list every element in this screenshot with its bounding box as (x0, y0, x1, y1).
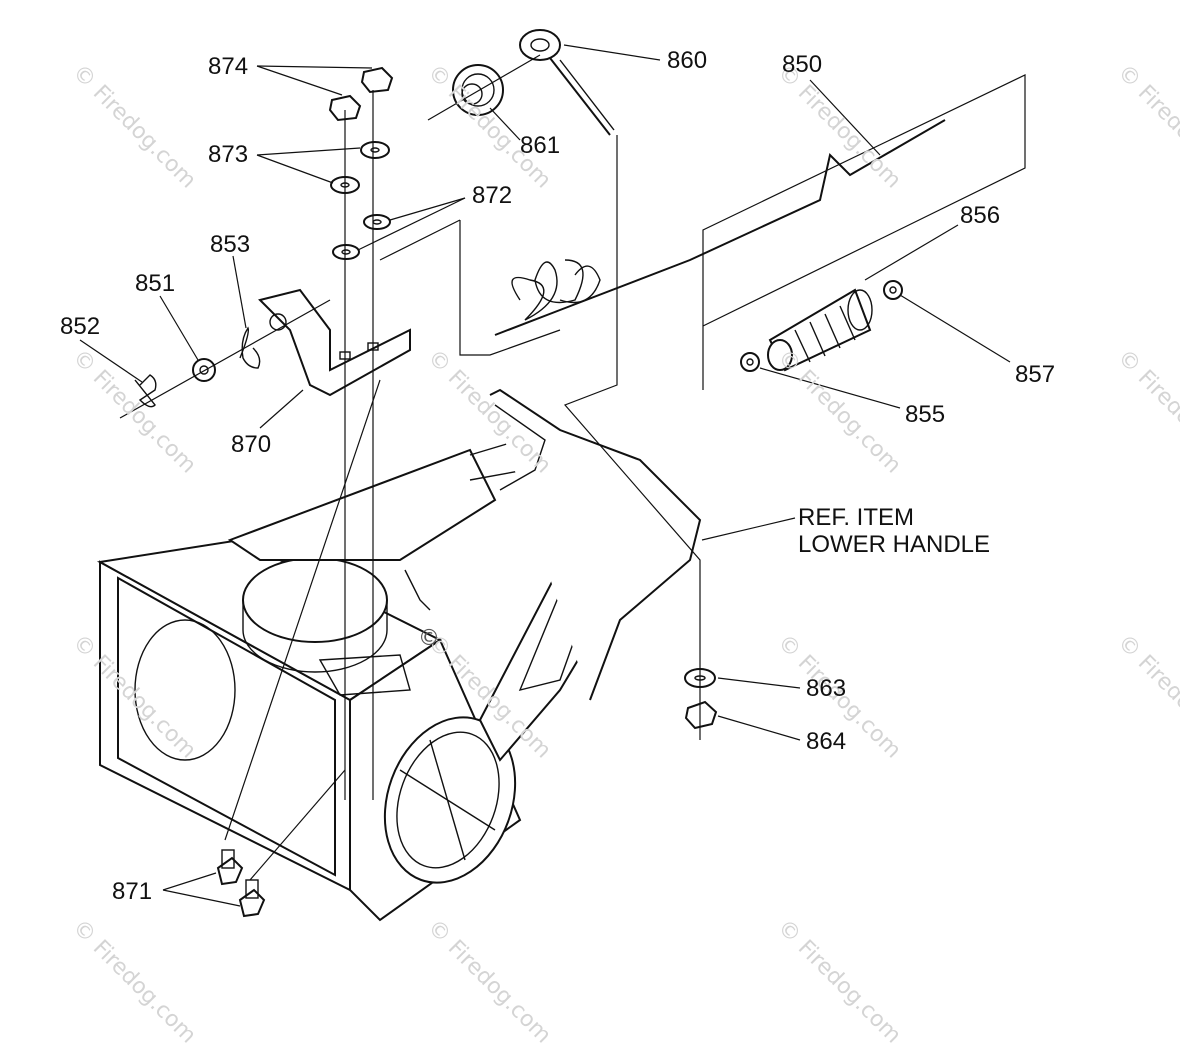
reference-note-line1: REF. ITEM (798, 504, 915, 531)
callout-874: 874 (208, 53, 249, 80)
diagram-drawing (79, 29, 1026, 922)
callout-864: 864 (806, 728, 847, 755)
parts-diagram: © Firedog.com © Firedog.com © Firedog.co… (60, 29, 1180, 1048)
callout-872: 872 (472, 182, 513, 209)
explode-lines (119, 54, 1026, 881)
grommet-861 (452, 64, 504, 116)
auger-housing (96, 538, 522, 922)
reference-note-line2: LOWER HANDLE (798, 531, 991, 558)
callout-855: 855 (905, 401, 946, 428)
callout-856: 856 (960, 202, 1001, 229)
callout-857: 857 (1015, 361, 1056, 388)
callout-860: 860 (667, 47, 708, 74)
copyright-symbol: © (418, 626, 440, 651)
callout-853: 853 (210, 231, 251, 258)
callout-873: 873 (208, 141, 249, 168)
callout-870: 870 (231, 431, 272, 458)
callout-852: 852 (60, 313, 101, 340)
callout-871: 871 (112, 878, 153, 905)
callout-861: 861 (520, 132, 561, 159)
right-side-bracket (478, 388, 702, 762)
callout-850: 850 (782, 51, 823, 78)
sleeve-856 (740, 280, 903, 372)
left-side-bracket (227, 439, 526, 611)
leader-lines (79, 44, 1011, 907)
callout-863: 863 (806, 675, 847, 702)
crank-rod-850 (494, 119, 946, 336)
hardware (134, 66, 718, 918)
eye-bolt-860 (519, 29, 615, 136)
callout-851: 851 (135, 270, 176, 297)
chute-bracket-870 (258, 288, 411, 397)
